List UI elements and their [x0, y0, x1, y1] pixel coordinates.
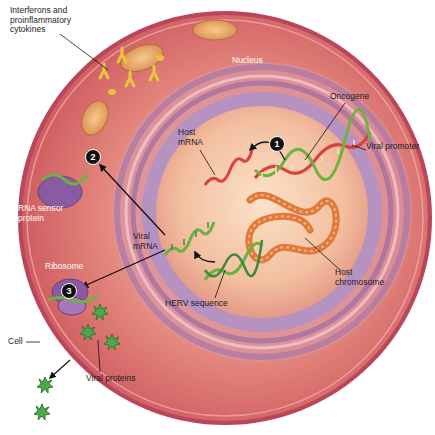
leader-line	[352, 145, 366, 150]
callout-number: 3	[61, 283, 77, 299]
translation-arrow	[82, 250, 165, 287]
part-label: Host mRNA	[178, 128, 210, 147]
leader-line	[305, 238, 340, 270]
callout-number: 1	[269, 136, 285, 152]
cytokine	[150, 66, 158, 80]
part-label: Viral proteins	[86, 374, 156, 384]
part-label: Host chromosome	[335, 268, 391, 287]
bound-viral-rna	[42, 175, 88, 184]
leader-line	[26, 342, 40, 343]
er-region	[112, 62, 412, 362]
cytokine	[156, 55, 164, 61]
viral-protein	[34, 404, 50, 420]
host-chromosome	[249, 195, 336, 260]
viral-protein	[80, 324, 96, 340]
mitochondrion	[77, 97, 114, 140]
viral-protein	[37, 377, 53, 393]
part-label: Ribosome	[45, 262, 95, 272]
part-label: Oncogene	[330, 92, 390, 102]
cytokine	[108, 89, 116, 95]
cytokine	[100, 64, 108, 78]
part-label: Viral promoter	[366, 142, 434, 152]
viral-protein	[104, 334, 120, 350]
dna-strand	[255, 132, 370, 178]
viral-mrna-strand	[165, 222, 214, 255]
part-label: RNA sensor protein	[18, 204, 70, 223]
part-label: Viral mRNA	[133, 232, 165, 251]
viral-mrna-rungs	[172, 222, 208, 250]
chromosome-texture	[249, 195, 336, 260]
leader-line	[305, 103, 345, 160]
part-label: Nucleus	[232, 56, 282, 66]
leader-line	[60, 34, 108, 70]
viral-protein	[92, 304, 108, 320]
dna-strand	[255, 110, 370, 180]
part-label: Cell	[8, 337, 38, 347]
mitochondrion	[117, 39, 167, 77]
part-label: HERV sequence	[165, 299, 245, 309]
nuclear-envelope	[142, 92, 382, 332]
cytokine	[118, 48, 126, 62]
leader-line	[200, 150, 215, 175]
sensing-arrow	[100, 165, 165, 235]
cytokine	[126, 72, 134, 86]
leader-line	[215, 270, 225, 298]
host-mrna-strand	[205, 150, 252, 185]
callout-label: Interferons and proinflammatory cytokine…	[10, 6, 94, 35]
er-fold	[133, 83, 391, 341]
er-fold	[126, 76, 398, 348]
secretion-arrow	[50, 360, 70, 378]
leader-line	[98, 340, 100, 372]
cell-membrane	[20, 13, 430, 423]
membrane-inner	[27, 20, 423, 416]
callout-number: 2	[85, 149, 101, 165]
herv-strand	[205, 240, 262, 276]
transcription-arrow	[195, 252, 215, 262]
er-fold	[117, 67, 407, 357]
mitochondrion	[193, 20, 237, 40]
